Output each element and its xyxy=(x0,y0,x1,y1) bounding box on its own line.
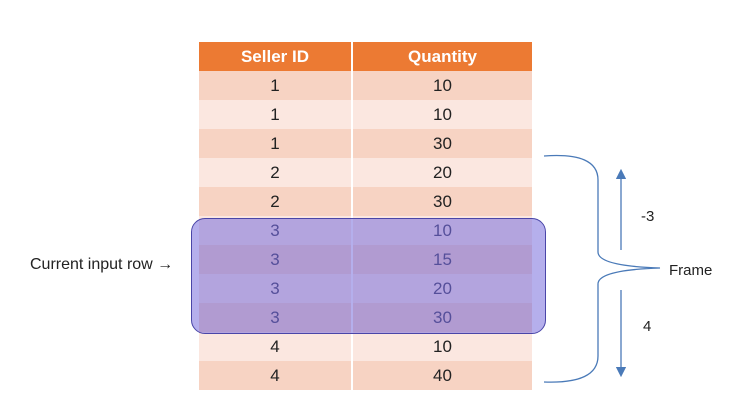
cell-seller-id: 1 xyxy=(199,100,351,129)
frame-curly-brace xyxy=(543,154,661,383)
cell-seller-id: 4 xyxy=(199,332,351,361)
cell-quantity: 10 xyxy=(353,332,532,361)
current-input-row-highlight xyxy=(191,218,546,334)
cell-quantity: 30 xyxy=(353,129,532,158)
table-header: Seller ID Quantity xyxy=(199,42,532,71)
following-offset-label: 4 xyxy=(643,318,652,335)
header-quantity: Quantity xyxy=(353,42,532,71)
cell-quantity: 10 xyxy=(353,100,532,129)
cell-seller-id: 2 xyxy=(199,187,351,216)
cell-seller-id: 4 xyxy=(199,361,351,390)
cell-quantity: 10 xyxy=(353,71,532,100)
header-seller-id: Seller ID xyxy=(199,42,351,71)
preceding-offset-label: -3 xyxy=(641,208,655,225)
cell-seller-id: 2 xyxy=(199,158,351,187)
cell-quantity: 20 xyxy=(353,158,532,187)
frame-label: Frame xyxy=(669,262,713,279)
cell-quantity: 40 xyxy=(353,361,532,390)
cell-quantity: 30 xyxy=(353,187,532,216)
cell-seller-id: 1 xyxy=(199,71,351,100)
cell-seller-id: 1 xyxy=(199,129,351,158)
current-input-row-label: Current input row → xyxy=(30,256,174,273)
